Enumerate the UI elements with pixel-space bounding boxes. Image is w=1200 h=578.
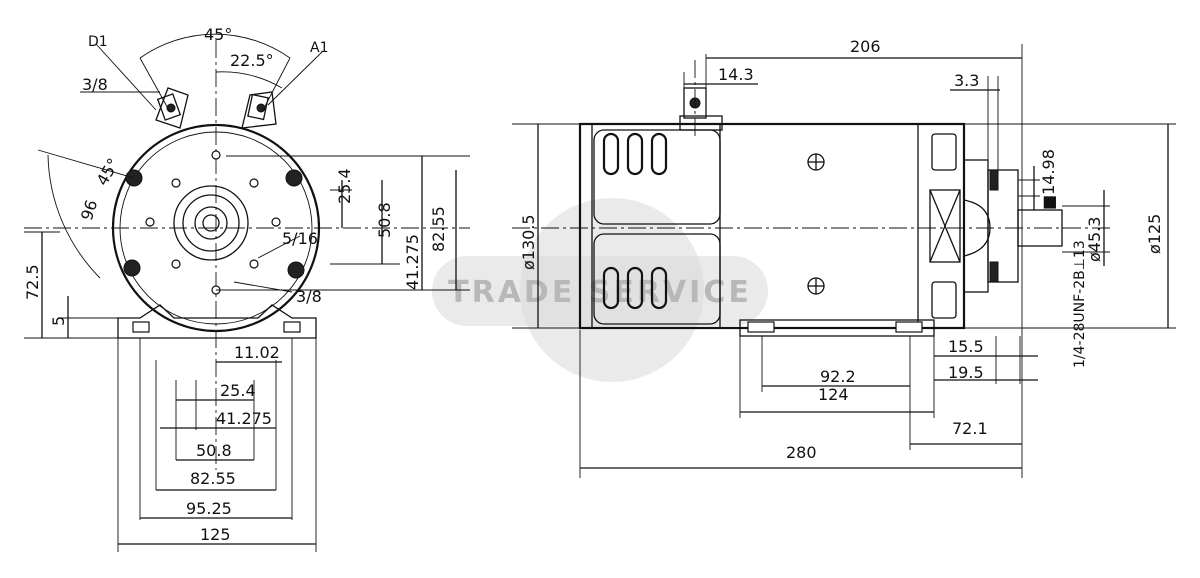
- housing-screws: [807, 153, 825, 295]
- dim-14-3: 14.3: [718, 65, 754, 84]
- terminal-a1: [241, 91, 277, 129]
- watermark-text: TRADE SERVICE: [448, 275, 752, 310]
- dim-41-275-v: 41.275: [403, 234, 422, 290]
- dim-15-5: 15.5: [948, 337, 984, 356]
- label-thread-top: 3/8: [82, 75, 108, 94]
- dim-3-3: 3.3: [954, 71, 979, 90]
- terminal-d1: [155, 87, 189, 129]
- dim-angle-22-5: 22.5°: [230, 51, 274, 70]
- dim-25-4-v: 25.4: [335, 168, 354, 204]
- dim-125: 125: [200, 525, 231, 544]
- label-d1: D1: [88, 34, 108, 50]
- dim-angle-45-top: 45°: [204, 25, 232, 44]
- label-thread-mid: 5/16: [282, 229, 318, 248]
- dim-50-8-v: 50.8: [375, 202, 394, 238]
- dim-92-2: 92.2: [820, 367, 856, 386]
- dim-96: 96: [77, 197, 101, 222]
- dim-72-5: 72.5: [23, 264, 42, 300]
- dim-14-98: ■14.98: [1039, 149, 1058, 210]
- dim-5: 5: [49, 316, 68, 326]
- dim-11-02: 11.02: [234, 343, 280, 362]
- label-thread-bottom: 3/8: [296, 287, 322, 306]
- shaft-spec: 1/4-28UNF-2B⊥13: [1072, 240, 1088, 368]
- dim-dia-130-5: ø130.5: [519, 214, 538, 270]
- dim-dia-45-3: ø45.3: [1085, 217, 1104, 262]
- dim-124: 124: [818, 385, 849, 404]
- dim-angle-45-left: 45°: [92, 155, 123, 189]
- dim-82-55-v: 82.55: [429, 206, 448, 252]
- dim-72-1: 72.1: [952, 419, 988, 438]
- dim-82-55-h: 82.55: [190, 469, 236, 488]
- dim-280: 280: [786, 443, 817, 462]
- dim-dia-125: ø125: [1145, 214, 1164, 254]
- dim-50-8-h: 50.8: [196, 441, 232, 460]
- dim-206: 206: [850, 37, 881, 56]
- dim-19-5: 19.5: [948, 363, 984, 382]
- watermark: TRADE SERVICE: [432, 198, 768, 382]
- label-a1: A1: [310, 40, 328, 56]
- front-view: D1 A1 3/8 45° 22.5° 45° 96 5/16 3/8 25.4…: [23, 25, 470, 552]
- side-view: 206 14.3 3.3 ■14.98 ø45.3 ø125 ø130.5 1/…: [512, 37, 1176, 478]
- dim-41-275-h: 41.275: [216, 409, 272, 428]
- dim-25-4-h: 25.4: [220, 381, 256, 400]
- dim-95-25: 95.25: [186, 499, 232, 518]
